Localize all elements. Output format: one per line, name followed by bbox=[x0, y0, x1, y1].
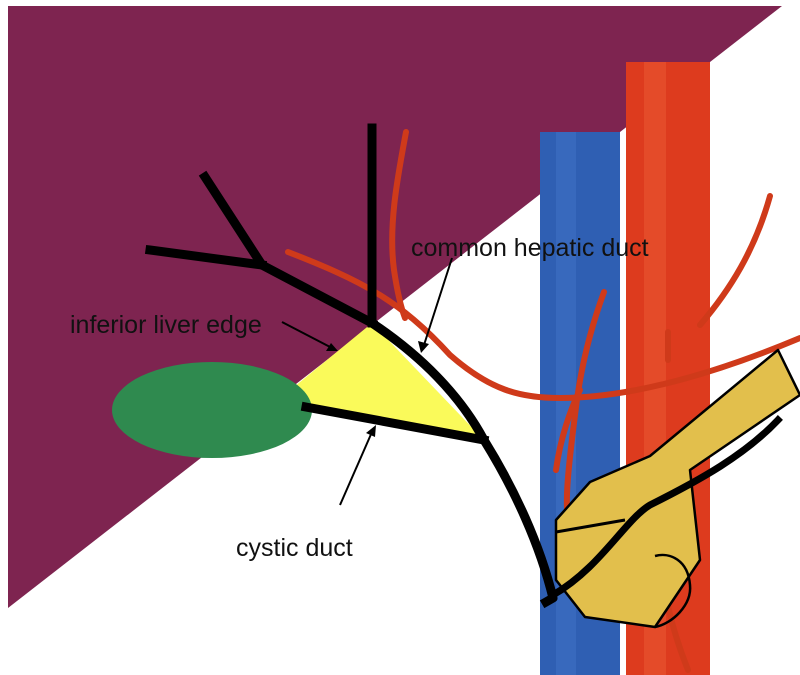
artery-right-branch bbox=[697, 193, 773, 328]
bile-ducts bbox=[144, 123, 783, 609]
artery-ascending bbox=[389, 129, 409, 321]
arrow-head-inferior-liver-edge bbox=[326, 343, 338, 351]
artery-descending-2 bbox=[553, 387, 583, 473]
arrow-head-common-hepatic-duct bbox=[418, 341, 429, 353]
arrow-common-hepatic-duct bbox=[423, 257, 453, 346]
pancreatic-duct-thin bbox=[555, 518, 626, 534]
left-hepatic-subbranch bbox=[144, 244, 268, 271]
gallbladder bbox=[112, 362, 312, 458]
cystic-duct-line bbox=[300, 401, 490, 446]
artery-descending-1 bbox=[563, 289, 607, 523]
arrow-inferior-liver-edge bbox=[281, 321, 333, 349]
label-inferior-liver-edge: inferior liver edge bbox=[70, 311, 262, 339]
arrow-cystic-duct bbox=[339, 431, 373, 506]
arrow-head-cystic-duct bbox=[366, 425, 376, 437]
pancreatic-duct bbox=[548, 415, 783, 600]
label-common-hepatic-duct: common hepatic duct bbox=[411, 234, 649, 262]
leader-arrows bbox=[281, 257, 453, 506]
label-cystic-duct: cystic duct bbox=[236, 534, 353, 562]
pancreas-lobe-outline bbox=[654, 553, 692, 629]
